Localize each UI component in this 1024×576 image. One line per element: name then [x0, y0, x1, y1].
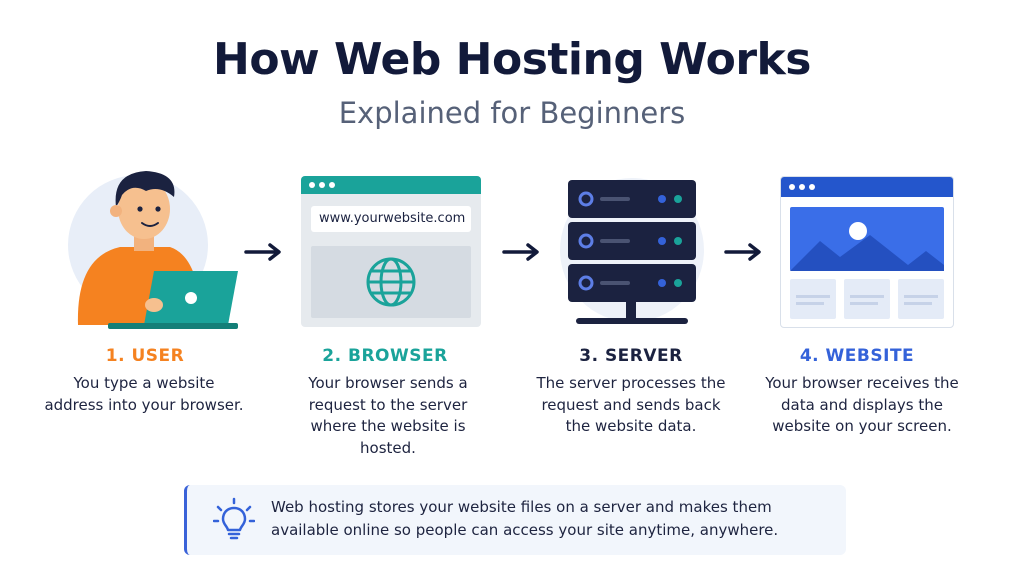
- website-title-bar: [781, 177, 953, 197]
- browser-window: www.yourwebsite.com: [301, 176, 481, 327]
- step-2-title: 2. BROWSER: [322, 346, 448, 366]
- info-text: Web hosting stores your website files on…: [271, 498, 779, 539]
- window-dot-icon: [799, 184, 805, 190]
- step-4-title: 4. WEBSITE: [799, 346, 915, 366]
- arrow-right-icon: [244, 243, 281, 261]
- address-bar: www.yourwebsite.com: [311, 206, 471, 232]
- content-card: [898, 279, 944, 319]
- page-title: How Web Hosting Works: [213, 34, 811, 85]
- arrow-right-icon: [502, 243, 539, 261]
- browser-content-area: [311, 246, 471, 318]
- step-1-description: You type a website address into your bro…: [44, 374, 244, 414]
- content-card: [844, 279, 890, 319]
- step-2-description: Your browser sends a request to the serv…: [308, 374, 468, 457]
- content-card: [790, 279, 836, 319]
- image-placeholder-icon: [790, 207, 944, 271]
- page-subtitle: Explained for Beginners: [338, 96, 686, 130]
- website-window-icon: [780, 176, 954, 328]
- info-box: Web hosting stores your website files on…: [184, 485, 846, 555]
- browser-title-bar: [301, 176, 481, 194]
- window-dot-icon: [309, 182, 315, 188]
- step-3-description: The server processes the request and sen…: [536, 374, 726, 435]
- window-dot-icon: [329, 182, 335, 188]
- step-1-title: 1. USER: [105, 346, 185, 366]
- window-dot-icon: [319, 182, 325, 188]
- arrow-right-icon: [724, 243, 761, 261]
- lightbulb-icon: [213, 497, 255, 540]
- window-dot-icon: [809, 184, 815, 190]
- person-with-laptop-icon: [68, 171, 238, 329]
- globe-icon: [366, 257, 416, 307]
- window-dot-icon: [789, 184, 795, 190]
- step-3-title: 3. SERVER: [579, 346, 683, 366]
- server-rack-icon: [560, 178, 704, 324]
- step-4-description: Your browser receives the data and displ…: [765, 374, 959, 435]
